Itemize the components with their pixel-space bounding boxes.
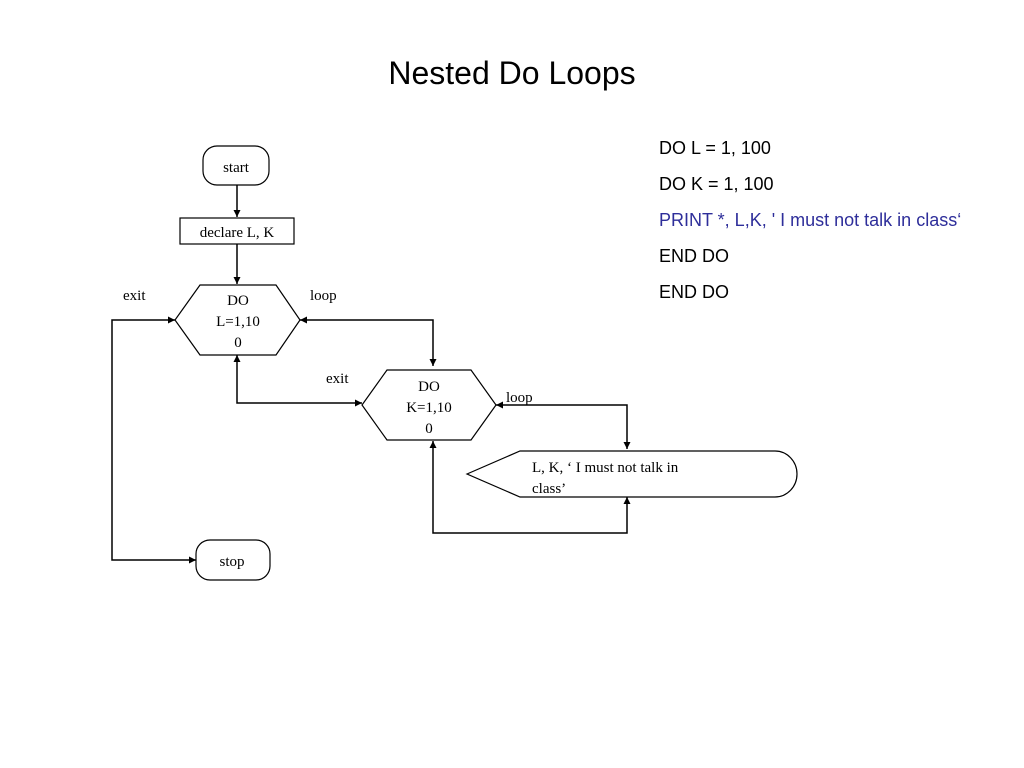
code-line-inner-end: END DO [659, 246, 730, 266]
inner-loop-edge-label: loop [506, 390, 533, 406]
edge-output-return [429, 441, 631, 534]
stop-label: stop [219, 554, 244, 570]
stop-node [195, 539, 271, 581]
code-line-inner-do: DO K = 1, 100 [659, 174, 774, 194]
inner-loop-node [361, 369, 497, 441]
code-line-outer-end: END DO [659, 282, 730, 302]
inner-loop-line2: K=1,10 [406, 400, 452, 416]
outer-loop-edge-label: loop [310, 288, 337, 304]
inner-loop-line3: 0 [425, 421, 433, 437]
output-line1: L, K, ‘ I must not talk in [532, 460, 679, 476]
output-node [465, 450, 798, 498]
outer-loop-node [174, 284, 301, 356]
code-line-outer-do: DO L = 1, 100 [659, 138, 771, 158]
outer-loop-line3: 0 [234, 335, 242, 351]
edge-outer-loop [300, 316, 437, 366]
output-line2: class’ [532, 481, 566, 497]
outer-loop-line1: DO [227, 293, 249, 309]
inner-exit-label: exit [326, 371, 349, 387]
code-line-print: PRINT *, L,K, ' I must not talk in class… [659, 210, 962, 230]
page-title: Nested Do Loops [388, 55, 636, 91]
start-label: start [223, 160, 250, 176]
outer-loop-line2: L=1,10 [216, 314, 260, 330]
start-node [202, 145, 270, 186]
declare-node [179, 217, 295, 245]
code-listing: DO L = 1, 100 DO K = 1, 100 PRINT *, L,K… [659, 130, 961, 310]
outer-exit-label: exit [123, 288, 146, 304]
edge-inner-exit [233, 355, 362, 407]
inner-loop-line1: DO [418, 379, 440, 395]
declare-label: declare L, K [200, 225, 275, 241]
edge-outer-exit [111, 316, 196, 564]
edge-inner-loop [496, 401, 631, 449]
